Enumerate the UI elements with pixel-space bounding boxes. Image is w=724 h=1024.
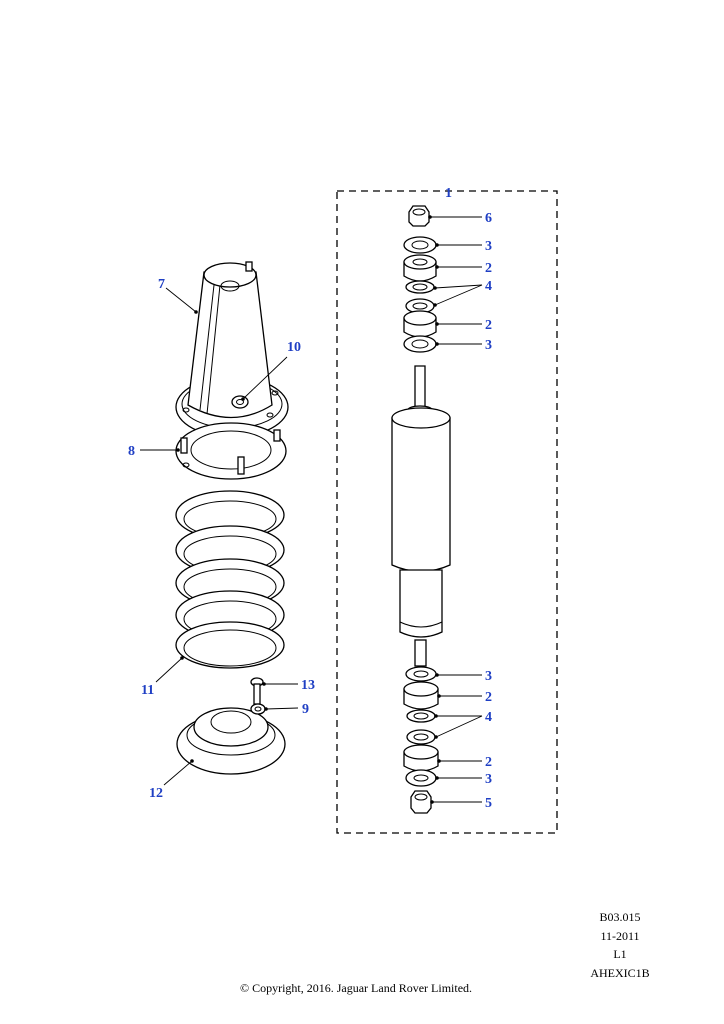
callout-8: 8 xyxy=(128,444,135,459)
lower-spacer-b[interactable] xyxy=(406,729,436,745)
callout-6: 6 xyxy=(485,211,492,226)
upper-bush-b[interactable] xyxy=(403,310,437,338)
callout-labels: 1 6 3 2 4 2 3 7 10 8 3 2 4 2 3 5 13 9 11… xyxy=(128,186,492,811)
callout-2b: 2 xyxy=(485,318,492,333)
diagram-code: AHEXIC1B xyxy=(590,965,650,980)
callout-7: 7 xyxy=(158,277,165,292)
shock-absorber[interactable] xyxy=(391,365,451,667)
bottom-nut[interactable] xyxy=(410,790,432,814)
callout-10: 10 xyxy=(287,340,301,355)
turret-nut[interactable] xyxy=(231,395,249,409)
callout-3d: 3 xyxy=(485,772,492,787)
mounting-plate[interactable] xyxy=(175,422,287,480)
callout-13: 13 xyxy=(301,678,315,693)
callout-3c: 3 xyxy=(485,669,492,684)
callout-1: 1 xyxy=(445,186,452,201)
callout-4b: 4 xyxy=(485,710,492,725)
lower-bush-b[interactable] xyxy=(403,744,439,772)
callout-9: 9 xyxy=(302,702,309,717)
spring-turret[interactable] xyxy=(175,261,289,438)
shock-absorber-assembly-box xyxy=(336,190,558,834)
diagram-reference-block: B03.015 11-2011 L1 AHEXIC1B xyxy=(560,908,680,982)
lower-washer-b[interactable] xyxy=(405,769,437,787)
callout-5: 5 xyxy=(485,796,492,811)
coil-spring[interactable] xyxy=(175,490,285,669)
upper-spacer[interactable] xyxy=(405,280,435,294)
spring-seat[interactable] xyxy=(176,707,286,775)
leader-lines xyxy=(140,215,483,804)
callout-2c: 2 xyxy=(485,690,492,705)
top-nut[interactable] xyxy=(408,205,430,227)
copyright-notice: © Copyright, 2016. Jaguar Land Rover Lim… xyxy=(239,981,473,995)
lower-washer-a[interactable] xyxy=(405,666,437,682)
lower-top-washer[interactable] xyxy=(403,335,437,353)
callout-2a: 2 xyxy=(485,261,492,276)
diagram-ref: B03.015 xyxy=(599,910,641,924)
callout-11: 11 xyxy=(141,683,154,698)
callout-3b: 3 xyxy=(485,338,492,353)
diagram-level: L1 xyxy=(613,947,627,961)
lower-spacer-a[interactable] xyxy=(406,709,436,723)
lower-bush-a[interactable] xyxy=(403,681,439,710)
callout-2d: 2 xyxy=(485,755,492,770)
diagram-date: 11-2011 xyxy=(600,928,640,943)
callout-4a: 4 xyxy=(485,279,492,294)
upper-bush-a[interactable] xyxy=(403,254,437,282)
bolt[interactable] xyxy=(250,677,264,705)
spring-seat-nut[interactable] xyxy=(250,703,266,715)
callout-3a: 3 xyxy=(485,239,492,254)
callout-12: 12 xyxy=(149,786,163,801)
top-washer[interactable] xyxy=(403,236,437,254)
